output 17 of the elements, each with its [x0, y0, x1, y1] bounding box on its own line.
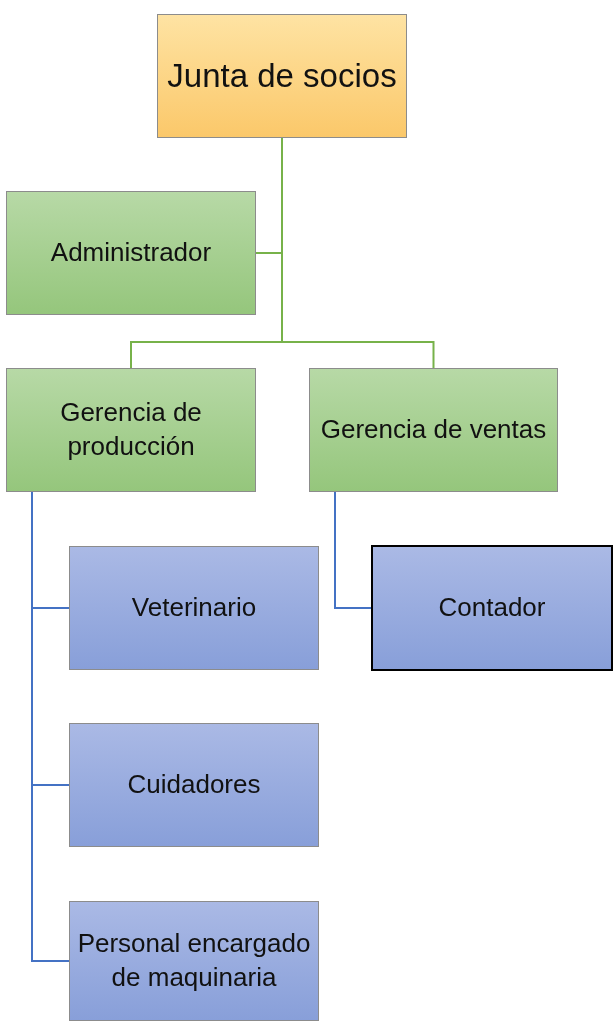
org-box [69, 901, 319, 1021]
role-label: Gerencia de producción [59, 396, 203, 463]
connector-line [334, 491, 372, 609]
org-box [6, 368, 256, 492]
role-label: Veterinario [131, 591, 257, 625]
role-label: Administrador [50, 236, 212, 270]
org-box [6, 191, 256, 315]
role-label: Gerencia de ventas [320, 413, 547, 447]
role-label: Contador [438, 591, 546, 625]
role-label: Cuidadores [127, 768, 261, 802]
org-box [309, 368, 558, 492]
org-box [157, 14, 407, 138]
role-label: Junta de socios [167, 55, 397, 96]
org-box [69, 723, 319, 847]
org-box [69, 546, 319, 670]
role-label: Personal encargado de maquinaria [76, 927, 312, 994]
org-box [371, 545, 613, 671]
